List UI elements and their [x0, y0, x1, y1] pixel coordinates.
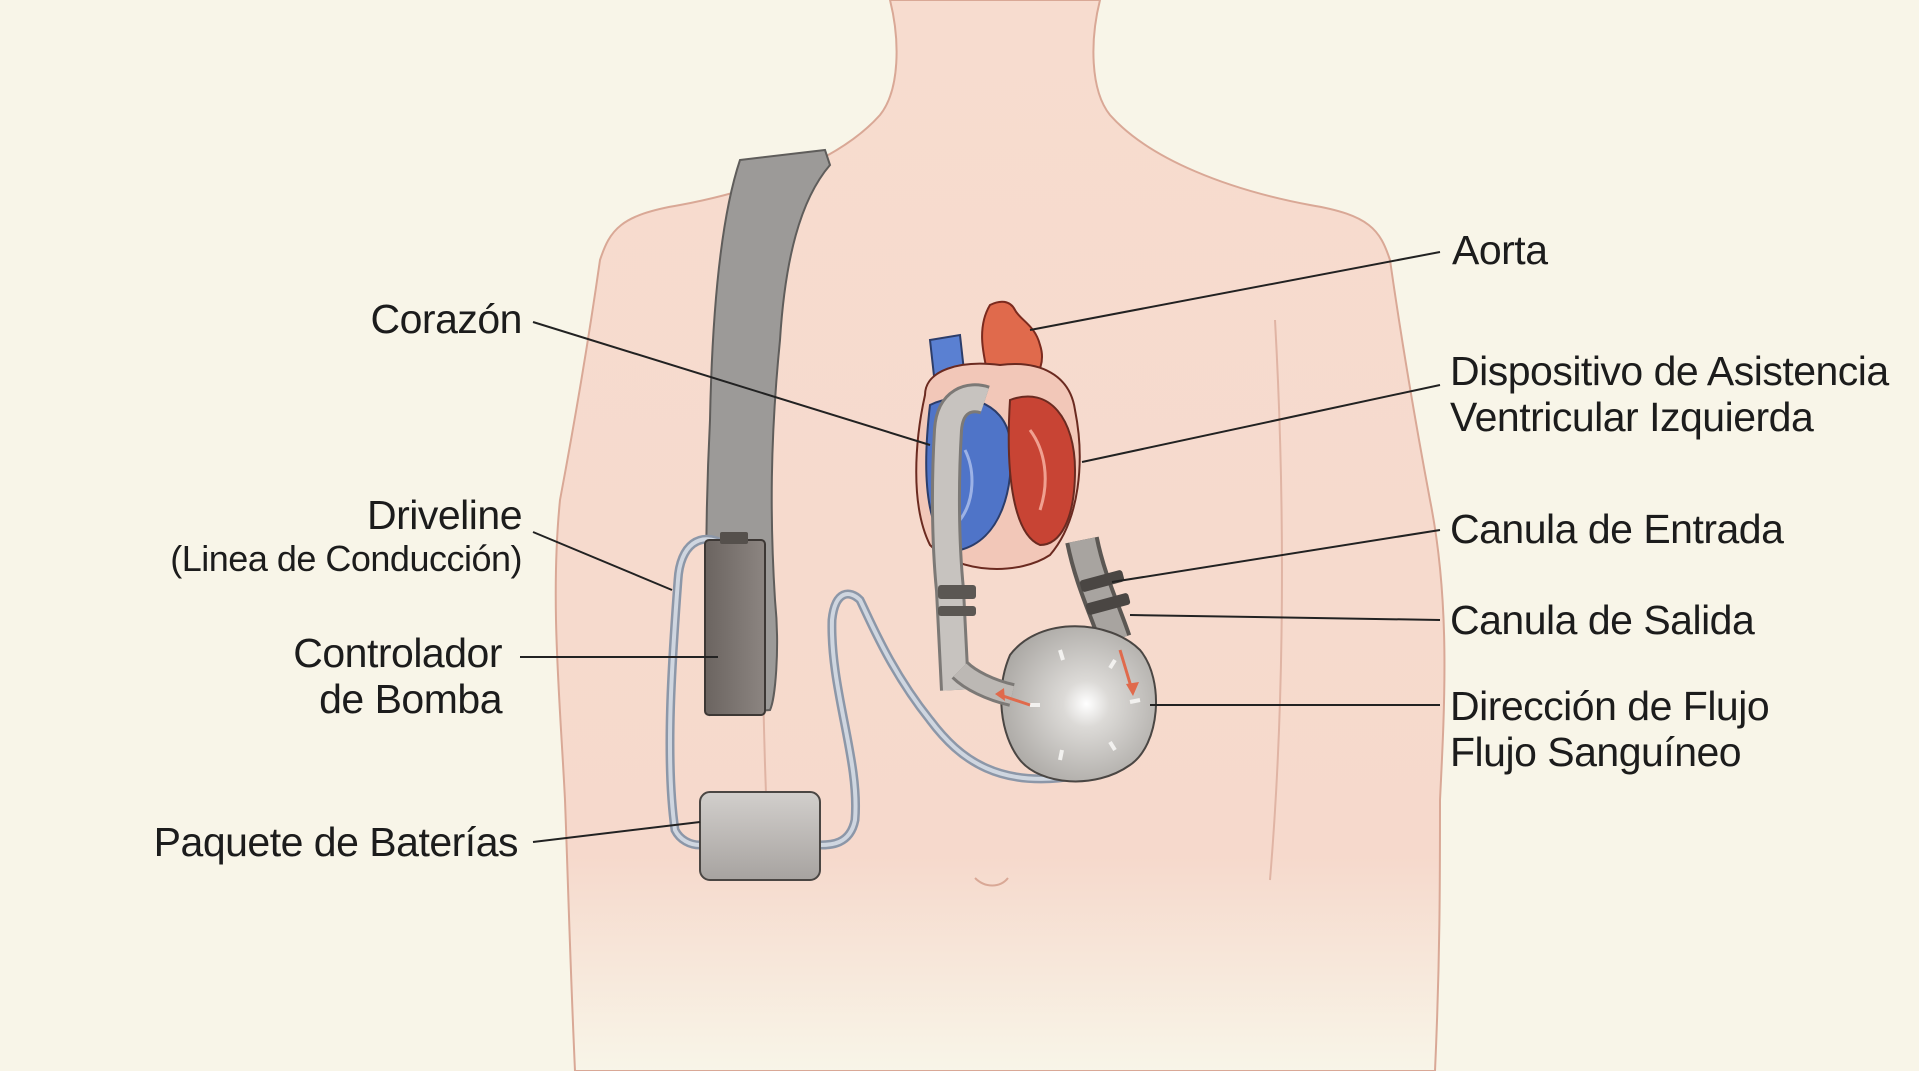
- leader-lvad: [1081, 384, 1441, 463]
- lvad-pump: [1000, 625, 1157, 783]
- right-arm-line: [1269, 319, 1283, 881]
- navel: [974, 877, 1009, 887]
- label-battery-pack: Paquete de Baterías: [153, 819, 519, 865]
- pump-blade-marks: [1030, 649, 1141, 761]
- leader-outlet: [1129, 614, 1441, 621]
- label-lvad: Dispositivo de Asistencia Ventricular Iz…: [1450, 348, 1889, 440]
- leader-driveline: [532, 531, 673, 591]
- leader-inlet: [1111, 529, 1441, 583]
- label-driveline-subtitle: (Linea de Conducción): [170, 538, 522, 579]
- flow-arrow-left: [999, 693, 1031, 707]
- leader-battery: [532, 821, 701, 843]
- label-heart: Corazón: [370, 296, 523, 342]
- label-flow-direction: Dirección de Flujo Flujo Sanguíneo: [1450, 683, 1770, 775]
- battery-pack: [699, 791, 821, 881]
- label-pump-controller: Controlador de Bomba: [293, 630, 502, 722]
- leader-heart: [532, 321, 931, 446]
- label-inlet-cannula: Canula de Entrada: [1450, 506, 1784, 552]
- leader-lines: [520, 251, 1441, 843]
- flow-arrow-down: [1118, 649, 1134, 691]
- pump-controller: [704, 539, 766, 716]
- leader-aorta: [1029, 251, 1441, 331]
- label-driveline: Driveline (Linea de Conducción): [110, 492, 522, 580]
- label-outlet-cannula: Canula de Salida: [1450, 597, 1755, 643]
- label-aorta: Aorta: [1452, 227, 1548, 273]
